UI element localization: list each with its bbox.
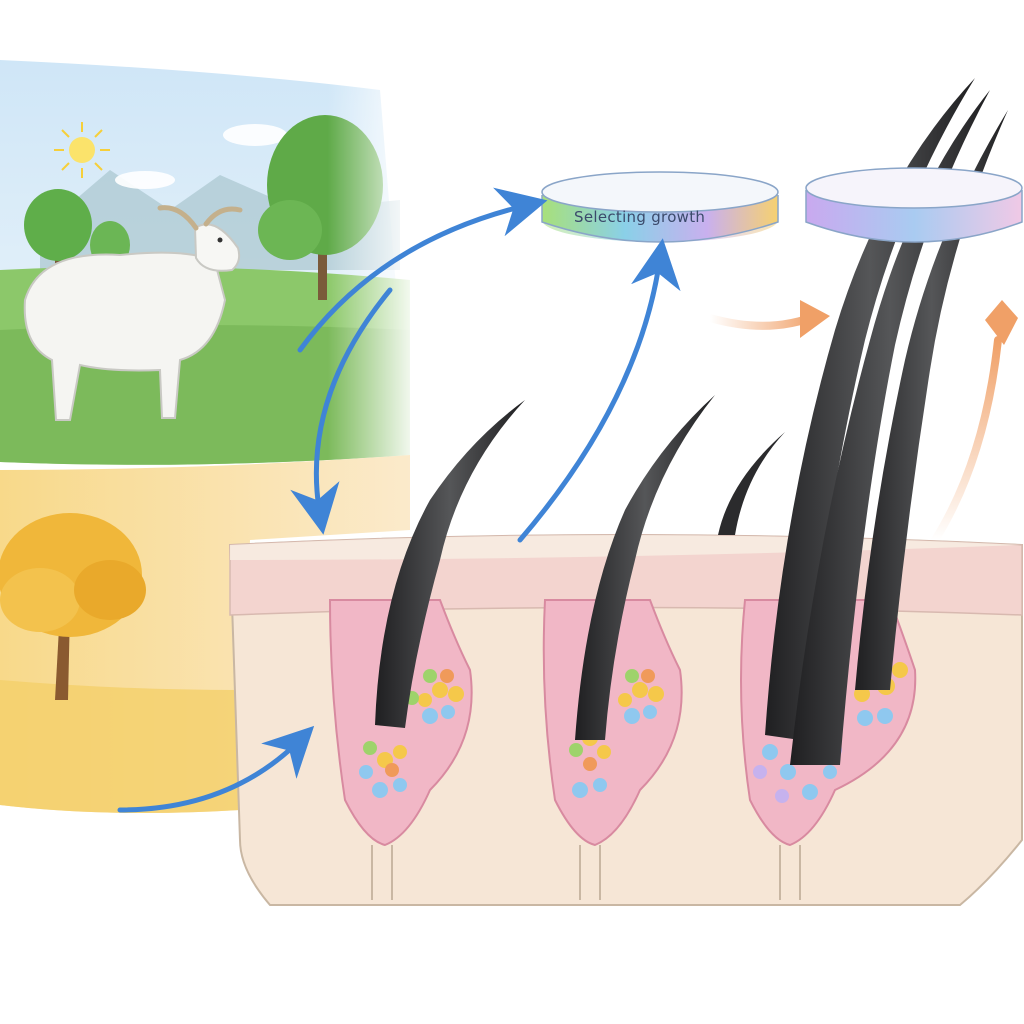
hair-strand <box>718 432 785 535</box>
autumn-tree-icon <box>0 513 146 700</box>
autumn-scene <box>0 455 410 814</box>
cell-cluster-icon <box>569 669 664 798</box>
selection-ring: Selecting growth <box>541 171 779 243</box>
summer-pasture-scene <box>0 60 420 470</box>
hair-strand <box>765 78 1008 765</box>
hair-strand <box>375 400 525 728</box>
selection-ring <box>805 167 1023 243</box>
orange-arrow-head <box>800 300 1018 345</box>
ring-label: Selecting growth <box>574 208 705 226</box>
cell-cluster-icon <box>359 669 464 798</box>
blue-arrow <box>117 187 681 813</box>
hair-strand <box>575 395 715 740</box>
